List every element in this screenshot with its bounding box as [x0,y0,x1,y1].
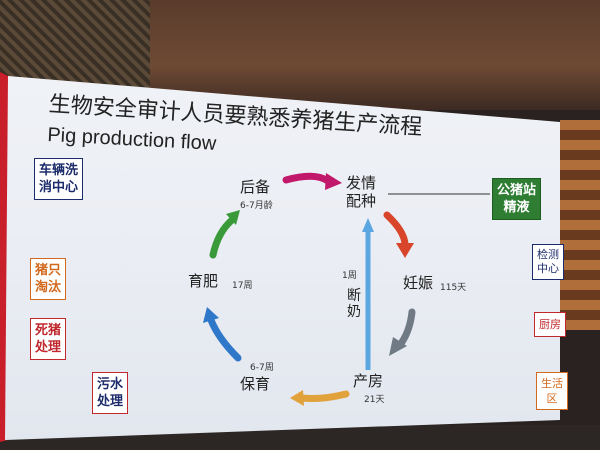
node-finishing-label: 育肥 [188,272,219,290]
box-kitchen: 厨房 [534,312,566,337]
box-sewage-line1: 污水 [97,377,124,392]
box-pig-culling: 猪只 淘汰 [30,258,67,300]
box-dead-pig-line2: 处理 [35,340,62,355]
box-kitchen-label: 厨房 [539,318,561,331]
node-weaning-char2: 奶 [347,304,361,320]
arrowhead-weaning [362,218,374,232]
box-boar-station: 公猪站 精液 [492,178,542,220]
box-boar-station-line1: 公猪站 [497,183,537,198]
arrow-finishing-to-gilt [209,216,236,259]
node-farrowing-duration: 21天 [364,395,385,405]
box-pig-culling-line1: 猪只 [35,263,62,278]
box-testing-center: 检测 中心 [532,244,564,280]
node-weaning-label: 断 奶 [346,288,362,320]
arrowhead-nursery-to-finishing [203,307,219,323]
box-vehicle-wash-line1: 车辆洗 [39,163,79,178]
arrowhead-farrowing-to-nursery [290,390,304,406]
node-finishing: 育肥 [188,272,218,290]
box-dead-pig-disposal: 死猪 处理 [30,318,67,360]
box-vehicle-wash-center: 车辆洗 消中心 [34,158,84,200]
node-estrus-line1: 发情 [346,174,377,192]
arrowhead-finishing-to-gilt [226,210,240,225]
node-finishing-duration: 17周 [232,281,253,291]
box-sewage-treatment: 污水 处理 [92,372,129,414]
node-gilt-duration: 6-7月龄 [240,201,273,211]
box-living-area: 生活 区 [536,372,568,410]
node-farrowing-label: 产房 [353,372,384,390]
node-gilt: 后备 [240,178,270,196]
arrow-nursery-to-finishing [207,316,242,362]
box-living-line2: 区 [546,392,558,405]
box-dead-pig-line1: 死猪 [35,323,62,338]
arrow-pregnancy-to-farrowing [398,308,416,346]
node-estrus-breeding: 发情 配种 [346,174,376,210]
node-pregnancy-duration: 115天 [440,283,467,293]
arrowhead-estrus-to-pregnancy [396,243,414,258]
box-testing-line2: 中心 [537,262,559,275]
node-nursery-label: 保育 [240,375,271,393]
node-pregnancy: 妊娠 [403,274,433,292]
arrowhead-gilt-to-estrus [325,173,342,190]
arrowhead-pregnancy-to-farrowing [389,337,407,356]
node-pregnancy-label: 妊娠 [403,274,434,292]
arrow-gilt-to-estrus [282,172,332,185]
arrow-estrus-to-pregnancy [383,211,409,249]
node-weaning-char1: 断 [347,288,361,304]
box-pig-culling-line2: 淘汰 [35,280,62,295]
box-vehicle-wash-line2: 消中心 [39,180,79,195]
box-living-line1: 生活 [541,377,563,390]
node-gilt-label: 后备 [240,178,271,196]
box-sewage-line2: 处理 [97,394,124,409]
box-boar-station-line2: 精液 [503,200,530,215]
arrow-farrowing-to-nursery [298,390,350,402]
node-nursery-duration: 6-7周 [250,363,274,373]
node-estrus-line2: 配种 [346,192,377,210]
node-weaning-duration: 1周 [342,271,357,281]
background-decor-panel [560,120,600,330]
box-testing-line1: 检测 [537,248,559,261]
node-nursery: 保育 [240,375,270,393]
node-farrowing: 产房 [353,372,383,390]
